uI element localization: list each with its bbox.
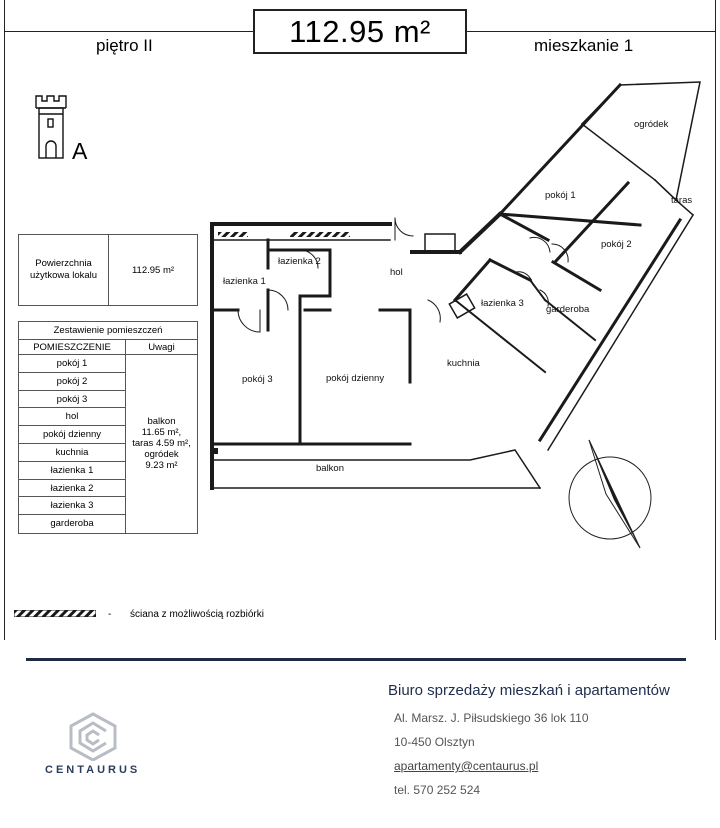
legend-separator: -: [108, 609, 112, 620]
note-line: 9.23 m²: [145, 460, 178, 472]
plan-label-garderoba: garderoba: [546, 304, 590, 315]
plan-label-pokoj-1: pokój 1: [545, 190, 576, 201]
footer-divider: [26, 658, 686, 661]
notes-column-header: Uwagi: [126, 340, 197, 355]
table-row: łazienka 2: [19, 480, 125, 498]
plan-label-balkon: balkon: [316, 463, 344, 474]
table-row: kuchnia: [19, 444, 125, 462]
rooms-table-title: Zestawienie pomieszczeń: [19, 322, 197, 340]
frame-left-border: [4, 0, 5, 640]
plan-label-kuchnia: kuchnia: [447, 358, 480, 369]
usable-area-label: Powierzchnia użytkowa lokalu: [19, 235, 109, 305]
usable-area-table: Powierzchnia użytkowa lokalu 112.95 m²: [18, 234, 198, 306]
note-line: ogródek: [144, 449, 179, 461]
compass-icon: [568, 439, 652, 549]
note-line: taras 4.59 m²,: [132, 438, 191, 450]
building-letter: A: [72, 138, 88, 164]
plan-label-pokoj-2: pokój 2: [601, 239, 632, 250]
brand-name: CENTAURUS: [45, 764, 141, 776]
plan-label-lazienka-2: łazienka 2: [278, 256, 321, 267]
apartment-label: mieszkanie 1: [534, 36, 634, 55]
table-row: pokój 2: [19, 373, 125, 391]
table-row: łazienka 3: [19, 497, 125, 516]
note-line: balkon: [147, 416, 176, 428]
plan-label-pokoj-dzienny: pokój dzienny: [326, 373, 384, 384]
table-row: pokój dzienny: [19, 426, 125, 444]
apartment-area: 112.95 m²: [253, 9, 467, 54]
note-line: 11.65 m²,: [141, 427, 182, 439]
plan-label-lazienka-3: łazienka 3: [481, 298, 524, 309]
rooms-table: Zestawienie pomieszczeń POMIESZCZENIE po…: [18, 321, 198, 534]
street-address: Al. Marsz. J. Piłsudskiego 36 lok 110: [394, 711, 589, 725]
plan-label-taras: taras: [671, 195, 692, 206]
table-row: łazienka 1: [19, 462, 125, 480]
tower-icon: [35, 95, 67, 159]
table-row: pokój 1: [19, 355, 125, 373]
usable-area-value: 112.95 m²: [131, 264, 175, 276]
table-row: garderoba: [50, 518, 94, 530]
sales-office-title: Biuro sprzedaży mieszkań i apartamentów: [388, 682, 670, 699]
email-link[interactable]: apartamenty@centaurus.pl: [394, 759, 539, 773]
floor-label: piętro II: [96, 36, 153, 55]
plan-label-hol: hol: [390, 267, 403, 278]
city-address: 10-450 Olsztyn: [394, 735, 475, 749]
hatched-wall-legend-icon: [14, 610, 96, 617]
plan-label-pokoj-3: pokój 3: [242, 374, 273, 385]
floor-plan-sheet: ogródek taras pokój 1 pokój 2 łazienka 2…: [4, 0, 716, 640]
plan-label-lazienka-1: łazienka 1: [223, 276, 266, 287]
phone-number: tel. 570 252 524: [394, 783, 481, 797]
table-row: pokój 3: [19, 391, 125, 409]
frame-right-border: [715, 0, 716, 640]
floor-plan-drawing: ogródek taras pokój 1 pokój 2 łazienka 2…: [210, 81, 701, 549]
plan-label-ogrodek: ogródek: [634, 119, 669, 130]
notes-cell: balkon 11.65 m², taras 4.59 m², ogródek …: [126, 355, 197, 533]
rooms-column-header: POMIESZCZENIE: [19, 340, 125, 355]
centaurus-logo-icon: [69, 712, 117, 761]
table-row: hol: [19, 408, 125, 427]
legend-text: ściana z możliwością rozbiórki: [130, 609, 264, 620]
